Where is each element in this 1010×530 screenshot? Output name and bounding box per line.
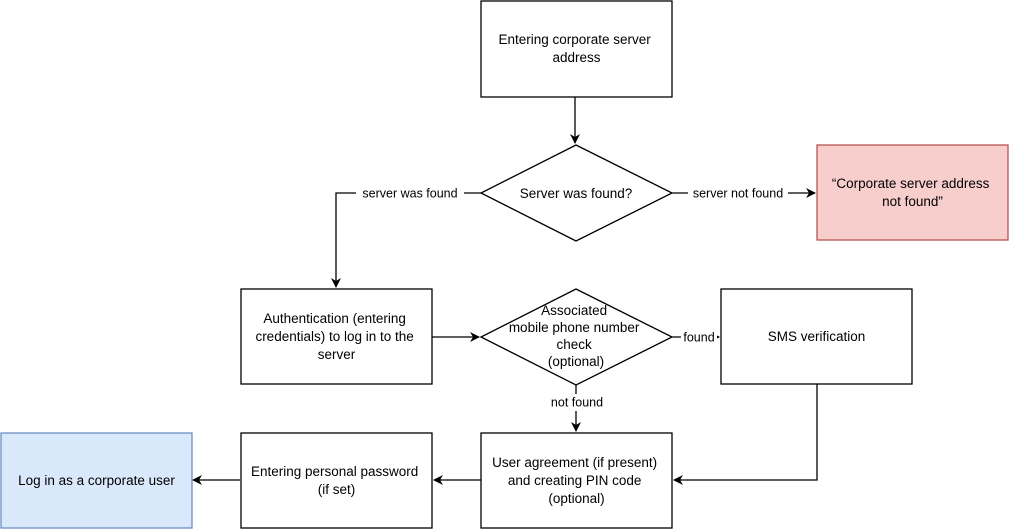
node-server-found-decision-line: Server was found? (520, 186, 633, 201)
svg-text:“Corporate server address: “Corporate server address not found” (832, 176, 993, 209)
svg-text:Entering personal password: Entering personal password (if set) (251, 464, 422, 497)
node-enter-server-address: Entering corporate server address (480, 0, 673, 98)
svg-text:Log in as a corporate user: Log in as a corporate user (18, 473, 175, 488)
node-personal-password-line: (if set) (318, 482, 356, 497)
node-phone-number-check-line: mobile phone number (509, 320, 640, 335)
edge-label-server-found: server was found (362, 187, 457, 201)
node-enter-server-address-line: address (552, 50, 600, 65)
node-phone-number-check-line: Associated (541, 303, 607, 318)
node-authentication-line: credentials) to log in to the (255, 329, 413, 344)
node-user-agreement-line: (optional) (548, 491, 604, 506)
edge-label-phone-found: found (683, 331, 714, 345)
svg-text:User agreement (if present): User agreement (if present) and creating… (492, 455, 661, 506)
node-user-agreement-line: and creating PIN code (508, 473, 642, 488)
edge-labels: server was found server not found found … (356, 184, 788, 411)
node-server-found-decision: Server was found? (479, 144, 674, 242)
edge-sms-to-agreement (673, 384, 818, 485)
node-phone-number-check-line: check (556, 337, 592, 352)
node-sms-verification-line: SMS verification (768, 329, 866, 344)
node-phone-number-check: Associated mobile phone number check (op… (479, 288, 674, 386)
node-authentication-line: Authentication (entering (263, 311, 406, 326)
node-authentication-line: server (318, 347, 356, 362)
edge-label-phone-not-found: not found (551, 396, 603, 410)
node-personal-password-line: Entering personal password (251, 464, 418, 479)
node-user-agreement: User agreement (if present) and creating… (480, 432, 673, 529)
node-corporate-login-line: Log in as a corporate user (18, 473, 175, 488)
svg-text:Server was found?: Server was found? (520, 186, 633, 201)
node-phone-number-check-line: (optional) (548, 354, 604, 369)
edge-label-server-not-found: server not found (693, 187, 783, 201)
svg-text:Associated mobile phon: Associated mobile phone number check (op… (509, 303, 643, 369)
node-authentication: Authentication (entering credentials) to… (240, 288, 433, 385)
node-enter-server-address-line: Entering corporate server (498, 32, 651, 47)
node-address-not-found: “Corporate server address not found” (816, 144, 1009, 241)
node-corporate-login: Log in as a corporate user (0, 432, 193, 529)
edge-decision-to-authentication (331, 192, 481, 288)
svg-text:Authentication (entering: Authentication (entering credentials) to… (255, 311, 417, 362)
svg-text:Entering corporate server: Entering corporate server address (498, 32, 654, 65)
node-address-not-found-line: “Corporate server address (832, 176, 990, 191)
node-sms-verification: SMS verification (720, 288, 913, 385)
svg-text:SMS verification: SMS verification (768, 329, 866, 344)
node-personal-password: Entering personal password (if set) (240, 432, 433, 529)
node-address-not-found-line: not found” (882, 194, 943, 209)
node-user-agreement-line: User agreement (if present) (492, 455, 657, 470)
